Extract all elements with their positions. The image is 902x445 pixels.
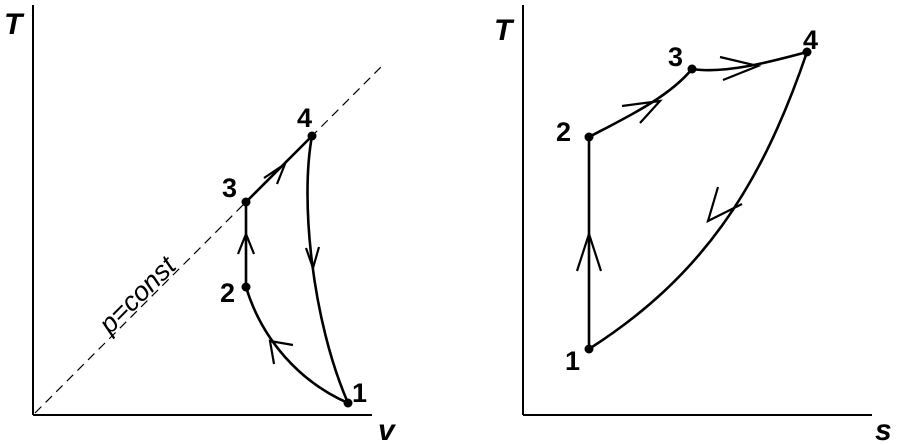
ts-process-2-3 — [588, 68, 694, 139]
ts-point-2 — [584, 132, 594, 142]
ts-arrow-3-4 — [719, 55, 762, 82]
tv-point-4-label: 4 — [297, 103, 312, 133]
tv-y-axis-label: T — [4, 8, 25, 41]
ts-process-3-4 — [691, 50, 808, 72]
isobar-label: p=const — [92, 250, 182, 340]
ts-point-1 — [584, 344, 594, 354]
isobar-line — [34, 65, 383, 414]
tv-arrow-3-4 — [263, 161, 288, 185]
ts-diagram: T s 1 2 3 4 — [494, 5, 892, 445]
tv-arrow-2-3 — [236, 231, 256, 255]
tv-point-4 — [307, 131, 317, 141]
tv-arrow-4-1 — [304, 246, 321, 272]
tv-point-3 — [241, 197, 251, 207]
tv-diagram: T v p=const 1 2 3 4 — [4, 5, 397, 445]
ts-point-4-label: 4 — [803, 25, 818, 55]
tv-point-2 — [241, 282, 251, 292]
ts-arrow-4-1 — [706, 186, 743, 224]
ts-point-4 — [802, 47, 812, 57]
ts-y-axis-label: T — [494, 14, 515, 47]
tv-x-axis-label: v — [378, 414, 397, 445]
ts-point-2-label: 2 — [556, 117, 571, 147]
tv-point-1-label: 1 — [352, 378, 367, 408]
tv-point-1 — [343, 398, 353, 408]
tv-point-3-label: 3 — [222, 173, 237, 203]
tv-process-1-2 — [244, 286, 349, 405]
ts-x-axis-label: s — [875, 414, 892, 445]
ts-arrow-2-3 — [621, 99, 663, 124]
ts-point-3-label: 3 — [668, 42, 683, 72]
tv-arrow-1-2 — [268, 339, 294, 365]
ts-point-1-label: 1 — [565, 346, 580, 376]
ts-process-4-1 — [588, 51, 809, 351]
ts-point-3 — [687, 64, 697, 74]
tv-point-2-label: 2 — [220, 278, 235, 308]
ts-arrow-1-2 — [575, 230, 603, 272]
